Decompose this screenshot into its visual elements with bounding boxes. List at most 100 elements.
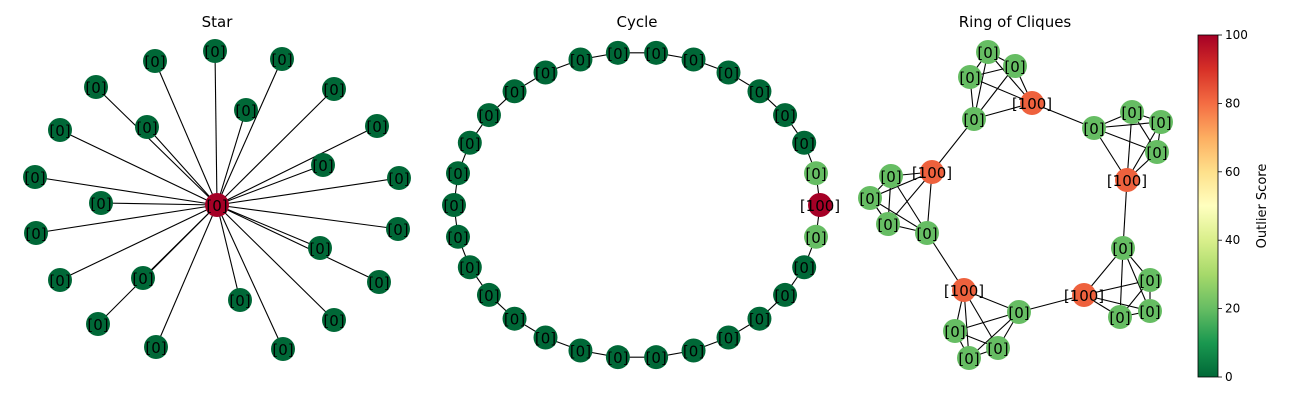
- star-leaf-node: [0]: [322, 77, 346, 101]
- node-circle: [203, 39, 227, 63]
- node-label: [0]: [877, 216, 898, 234]
- node-circle: [1138, 268, 1162, 292]
- node-label: [0]: [323, 312, 344, 330]
- node-circle: [387, 166, 411, 190]
- node-label: [0]: [718, 330, 739, 348]
- node-circle: [1082, 116, 1106, 140]
- node-circle: [773, 103, 798, 128]
- node-label: [0]: [1139, 272, 1160, 290]
- star-leaf-node: [0]: [135, 115, 159, 139]
- cycle-node: [0]: [644, 345, 669, 370]
- node-circle: [920, 160, 944, 184]
- cycle-node: [0]: [773, 103, 798, 128]
- node-label: [100]: [1107, 172, 1147, 190]
- cycle-node: [0]: [476, 282, 501, 307]
- node-label: [100]: [912, 164, 952, 182]
- star-edge: [146, 126, 218, 206]
- clique-member-node: [0]: [1138, 268, 1162, 292]
- clique-member-node: [0]: [1108, 305, 1132, 329]
- cycle-node: [0]: [502, 306, 527, 331]
- cycle-node: [0]: [773, 282, 798, 307]
- node-circle: [962, 107, 986, 131]
- node-label: [0]: [1083, 120, 1104, 138]
- clique-member-node: [0]: [943, 319, 967, 343]
- node-circle: [568, 338, 593, 363]
- star-edge: [216, 177, 400, 206]
- node-circle: [445, 161, 470, 186]
- node-label: [0]: [443, 197, 464, 215]
- node-circle: [681, 338, 706, 363]
- node-circle: [365, 114, 389, 138]
- node-circle: [135, 115, 159, 139]
- star-leaf-node: [0]: [311, 153, 335, 177]
- star-leaf-node: [0]: [143, 49, 167, 73]
- node-label: [0]: [570, 343, 591, 361]
- colorbar-gradient: [1197, 34, 1219, 378]
- cycle-node: [0]: [605, 40, 630, 65]
- node-circle: [84, 75, 108, 99]
- star-edge: [216, 204, 380, 283]
- node-circle: [228, 288, 252, 312]
- star-leaf-node: [0]: [86, 312, 110, 336]
- node-label: [0]: [805, 165, 826, 183]
- node-label: [0]: [24, 169, 45, 187]
- node-label: [0]: [774, 287, 795, 305]
- star-leaf-node: [0]: [24, 221, 48, 245]
- node-circle: [533, 325, 558, 350]
- node-label: [0]: [504, 83, 525, 101]
- star-leaf-node: [0]: [387, 166, 411, 190]
- cycle-node: [0]: [792, 255, 817, 280]
- node-label: [0]: [1121, 104, 1142, 122]
- node-circle: [234, 98, 258, 122]
- star-leaf-node: [0]: [84, 75, 108, 99]
- node-label: [0]: [859, 190, 880, 208]
- panel-title-cycle: Cycle: [617, 13, 658, 31]
- star-edge: [214, 50, 218, 206]
- node-label: [0]: [1109, 309, 1130, 327]
- node-circle: [24, 221, 48, 245]
- star-edge: [216, 109, 247, 206]
- node-circle: [858, 186, 882, 210]
- node-label: [0]: [794, 135, 815, 153]
- node-circle: [308, 236, 332, 260]
- clique-connector-node: [100]: [912, 160, 952, 184]
- star-edge: [100, 202, 218, 206]
- node-circle: [943, 319, 967, 343]
- node-circle: [915, 221, 939, 245]
- node-circle: [605, 345, 630, 370]
- node-label: [0]: [977, 44, 998, 62]
- star-leaf-node: [0]: [23, 165, 47, 189]
- colorbar-tick-label: 40: [1225, 233, 1240, 247]
- node-circle: [442, 193, 466, 217]
- node-label: [0]: [49, 272, 70, 290]
- node-label: [0]: [204, 43, 225, 61]
- node-circle: [48, 118, 72, 142]
- cycle-node: [0]: [502, 79, 527, 104]
- star-leaf-node: [0]: [270, 47, 294, 71]
- clique-member-node: [0]: [858, 186, 882, 210]
- cycle-node: [0]: [681, 338, 706, 363]
- star-leaf-node: [0]: [365, 114, 389, 138]
- cycle-node: [0]: [681, 47, 706, 72]
- node-label: [0]: [388, 170, 409, 188]
- node-label: [0]: [144, 53, 165, 71]
- node-label: [0]: [323, 81, 344, 99]
- panel-star: Star [0] [0] [0] [0] [0] [0] [0] [0] [0] [0] [0] [0…: [23, 13, 411, 361]
- star-leaf-node: [0]: [322, 308, 346, 332]
- node-label: [0]: [880, 168, 901, 186]
- star-edge: [216, 88, 335, 206]
- node-circle: [986, 336, 1010, 360]
- clique-member-node: [0]: [962, 107, 986, 131]
- star-edge: [216, 58, 283, 206]
- node-label: [0]: [49, 122, 70, 140]
- node-label: [100]: [944, 282, 984, 300]
- node-circle: [502, 306, 527, 331]
- cycle-node: [0]: [804, 224, 829, 249]
- clique-member-node: [0]: [976, 40, 1000, 64]
- node-label: [0]: [1008, 304, 1029, 322]
- clique-member-node: [0]: [876, 212, 900, 236]
- clique-member-node: [0]: [986, 336, 1010, 360]
- node-label: [0]: [459, 135, 480, 153]
- panel-title-star: Star: [202, 13, 234, 31]
- clique-connector-node: [100]: [1012, 91, 1052, 115]
